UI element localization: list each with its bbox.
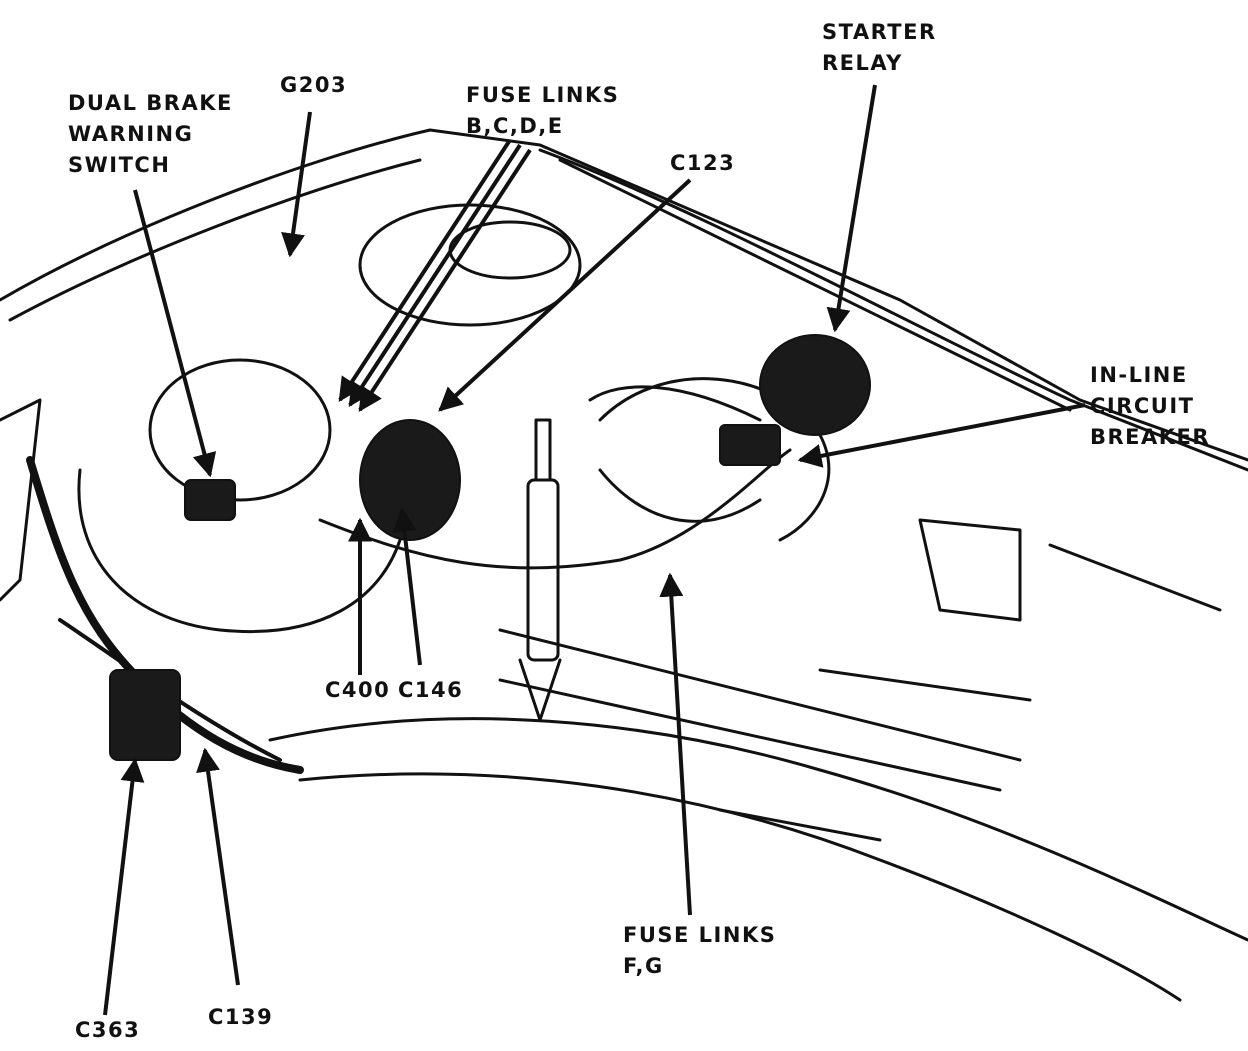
label-line: B,C,D,E (466, 114, 564, 138)
arrow-g203 (281, 111, 312, 258)
label-line: C139 (208, 1005, 274, 1029)
label-c146: C146 (398, 675, 463, 706)
strut-tower-cap (448, 220, 572, 280)
label-starter-relay: STARTER RELAY (822, 17, 937, 79)
starter-relay-body (759, 334, 871, 436)
arrow-c139 (196, 747, 240, 986)
fender-side-line (558, 158, 1072, 412)
label-c400: C400 (325, 675, 390, 706)
connector-c363 (109, 669, 181, 761)
cable-loop (598, 468, 762, 523)
cowl-top-edge (0, 128, 1248, 462)
label-line: WARNING (68, 122, 194, 146)
connector-c146 (359, 419, 461, 541)
frame-rail (498, 628, 1022, 762)
shock-absorber (526, 478, 560, 662)
arrow-fuse-links-d (358, 148, 532, 413)
label-g203: G203 (280, 70, 347, 101)
arrow-starter-relay (826, 84, 877, 333)
label-fuse-links-bottom: FUSE LINKS F,G (623, 920, 776, 982)
fender-bottom-edge (268, 717, 1248, 942)
battery-cable (318, 448, 792, 570)
arrow-c146 (392, 507, 422, 666)
arrow-c363 (103, 757, 145, 1016)
label-line: G203 (280, 73, 348, 97)
left-wall (0, 398, 42, 602)
grille-slot (818, 668, 1032, 702)
shock-rod (534, 418, 552, 482)
fender-top-edge (538, 148, 1248, 472)
cowl-inner-edge (8, 158, 422, 322)
strut-tower (358, 203, 582, 327)
cowl-vent (918, 518, 1022, 622)
label-line: STARTER (822, 20, 937, 44)
apron-edge (298, 772, 1182, 1002)
label-c123: C123 (670, 148, 735, 179)
arrow-fuse-links-fg (659, 572, 692, 916)
arrow-fuse-links-c (348, 143, 522, 408)
label-line: F,G (623, 954, 664, 978)
label-line: SWITCH (68, 153, 171, 177)
shock-mount (518, 658, 562, 722)
brake-switch-body (184, 479, 236, 521)
master-cylinder (148, 358, 332, 502)
circuit-breaker-body (719, 424, 781, 466)
label-c363: C363 (75, 1015, 140, 1046)
fender-slot (718, 808, 882, 842)
label-line: CIRCUIT (1090, 394, 1195, 418)
label-line: RELAY (822, 51, 903, 75)
brake-booster (77, 468, 402, 633)
label-line: C123 (670, 151, 736, 175)
relay-cable (588, 385, 762, 422)
frame-rail-lower (498, 678, 1002, 792)
label-line: DUAL BRAKE (68, 91, 233, 115)
label-line: C400 (325, 678, 391, 702)
label-dual-brake-warning-switch: DUAL BRAKE WARNING SWITCH (68, 88, 233, 181)
label-line: IN-LINE (1090, 363, 1188, 387)
label-c139: C139 (208, 1002, 273, 1033)
arrow-inline-breaker (797, 403, 1086, 468)
label-line: C363 (75, 1018, 141, 1042)
arrow-c123 (438, 178, 692, 412)
label-line: BREAKER (1090, 425, 1211, 449)
label-line: FUSE LINKS (623, 923, 777, 947)
label-inline-circuit-breaker: IN-LINE CIRCUIT BREAKER (1090, 360, 1210, 453)
arrow-fuse-links-b (338, 138, 512, 403)
cowl-slot (1048, 543, 1222, 612)
label-fuse-links-top: FUSE LINKS B,C,D,E (466, 80, 619, 142)
arrow-dual-brake (133, 189, 217, 478)
label-line: C146 (398, 678, 464, 702)
label-line: FUSE LINKS (466, 83, 620, 107)
